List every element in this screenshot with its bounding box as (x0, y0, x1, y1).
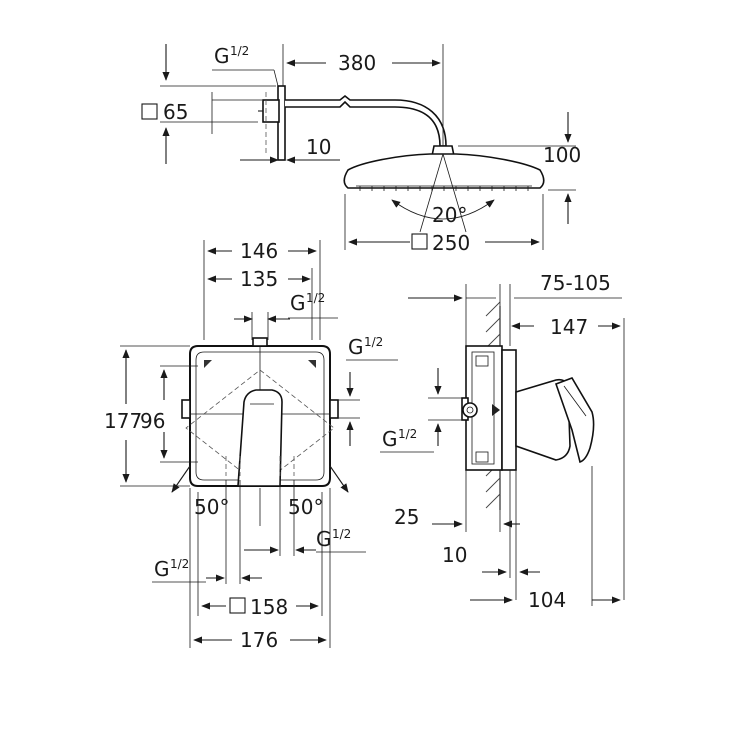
mixer-front-view: 50° 50° 146 135 G 1/2 177 96 (104, 239, 398, 652)
cover-plate-side (501, 349, 517, 471)
lever-handle (237, 389, 283, 487)
thread-frac-front-right: 1/2 (364, 335, 383, 349)
dim-width-inner: 135 (240, 267, 278, 291)
mixer-side-view: 75-105 147 G 1/2 25 10 104 (380, 271, 625, 612)
dim-flange: 65 (163, 100, 188, 124)
dim-plate: 158 (250, 595, 288, 619)
mixer-lever (554, 377, 595, 464)
thread-frac-front-top: 1/2 (306, 291, 325, 305)
tilt-arc (391, 199, 495, 220)
dim-offset: 25 (394, 505, 419, 529)
rough-in-body (461, 345, 503, 471)
dim-width-outer: 146 (240, 239, 278, 263)
overhead-shower-view: G 1/2 380 65 10 100 20° (141, 44, 581, 255)
square-symbol-plate (229, 597, 246, 614)
right-port (329, 399, 339, 419)
dim-head-size: 250 (432, 231, 470, 255)
valve-cartridge-icon (462, 402, 478, 418)
dim-height-total: 177 (104, 409, 142, 433)
square-symbol (141, 103, 158, 120)
rough-in-box (189, 345, 331, 487)
dim-angle-left: 50° (194, 495, 229, 519)
dim-head-height: 100 (543, 143, 581, 167)
dim-arm-length: 380 (338, 51, 376, 75)
thread-frac-bottom-right: 1/2 (332, 527, 351, 541)
thread-frac-side: 1/2 (398, 427, 417, 441)
thread-label-front-top: G (290, 291, 306, 315)
dim-plate-depth: 10 (442, 543, 467, 567)
dim-wall-gap: 10 (306, 135, 331, 159)
dim-body-depth: 104 (528, 588, 566, 612)
shower-head (343, 153, 545, 189)
square-symbol-head (411, 233, 428, 250)
thread-label-front-right: G (348, 335, 364, 359)
left-port (181, 399, 191, 419)
thread-label-side: G (382, 427, 398, 451)
dim-angle-right: 50° (288, 495, 323, 519)
thread-label-bottom-right: G (316, 527, 332, 551)
dim-wall-range: 75-105 (540, 271, 611, 295)
top-port (252, 337, 268, 347)
mixer-body (515, 378, 571, 461)
dim-angle: 20° (432, 203, 467, 227)
thread-label-bottom-left: G (154, 557, 170, 581)
wall-flange (258, 85, 286, 161)
thread-frac-top: 1/2 (230, 44, 249, 58)
dim-width-total: 176 (240, 628, 278, 652)
thread-label-top: G (214, 44, 230, 68)
dim-height-inner: 96 (140, 409, 165, 433)
dim-depth: 147 (550, 315, 588, 339)
thread-frac-bottom-left: 1/2 (170, 557, 189, 571)
